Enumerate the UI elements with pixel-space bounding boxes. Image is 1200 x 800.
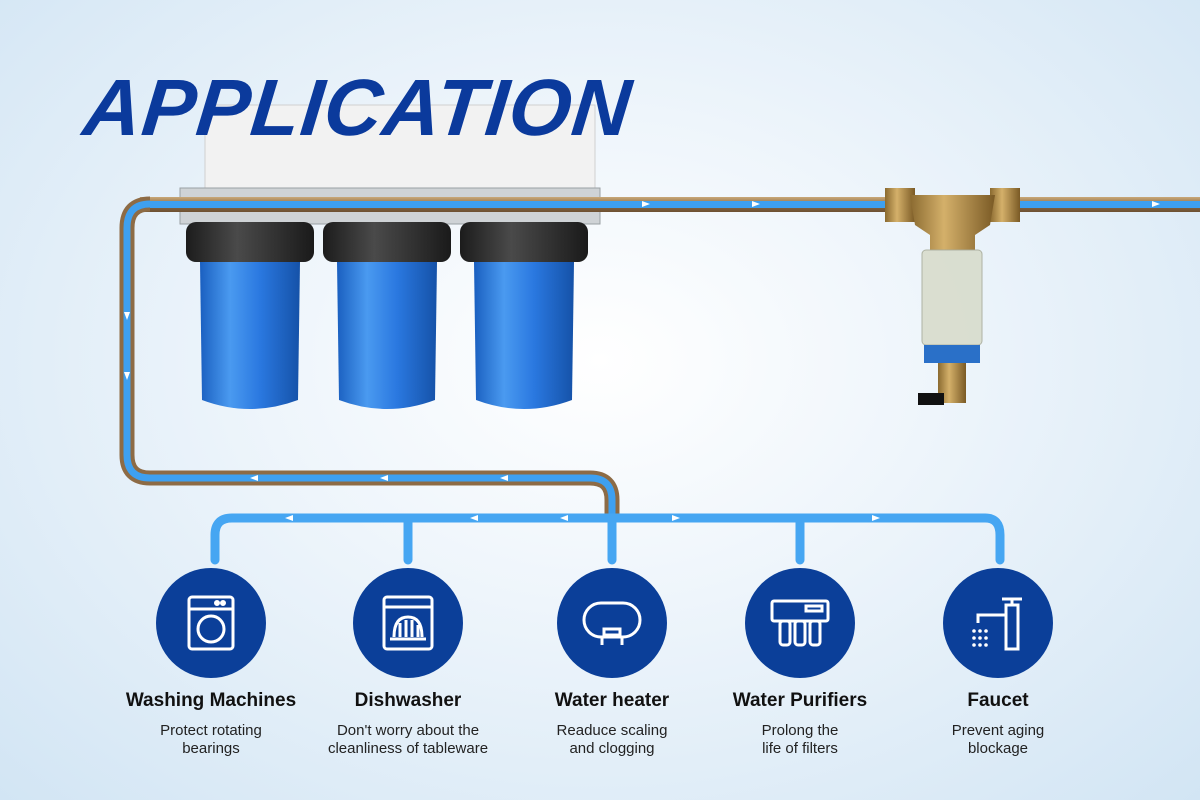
application-desc-line2: bearings [182,740,240,757]
water-purifier-icon [745,568,855,678]
application-name: Water heater [554,690,670,711]
distribution-line [210,513,1005,565]
application-desc-line1: Prolong the [761,722,839,739]
application-desc-line1: Don't worry about the [336,722,480,739]
application-desc-line1: Readuce scaling [556,722,668,739]
faucet-icon [943,568,1053,678]
application-name: Water Purifiers [732,690,868,711]
application-name: Dishwasher [354,690,462,711]
bypass-pipe [119,196,620,515]
filter-housing-3 [460,222,588,409]
water-heater-icon [557,568,667,678]
application-name: Washing Machines [125,690,297,711]
mounting-bracket [204,104,596,191]
application-desc-line2: and clogging [569,740,655,757]
application-name: Faucet [967,690,1029,711]
washing-machine-icon [156,568,266,678]
application-desc-line2: cleanliness of tableware [327,740,489,757]
application-desc-line2: blockage [967,740,1029,757]
dishwasher-icon [353,568,463,678]
application-desc-line2: life of filters [762,740,838,757]
application-desc-line1: Protect rotating [160,722,262,739]
page-title: APPLICATION [79,63,637,152]
spin-down-prefilter [885,188,1020,405]
flow-arrows [124,201,1160,521]
inlet-pipe [140,197,1200,212]
filter-housing-1 [186,222,314,409]
application-desc-line1: Prevent aging [951,722,1045,739]
filter-housing-2 [323,222,451,409]
